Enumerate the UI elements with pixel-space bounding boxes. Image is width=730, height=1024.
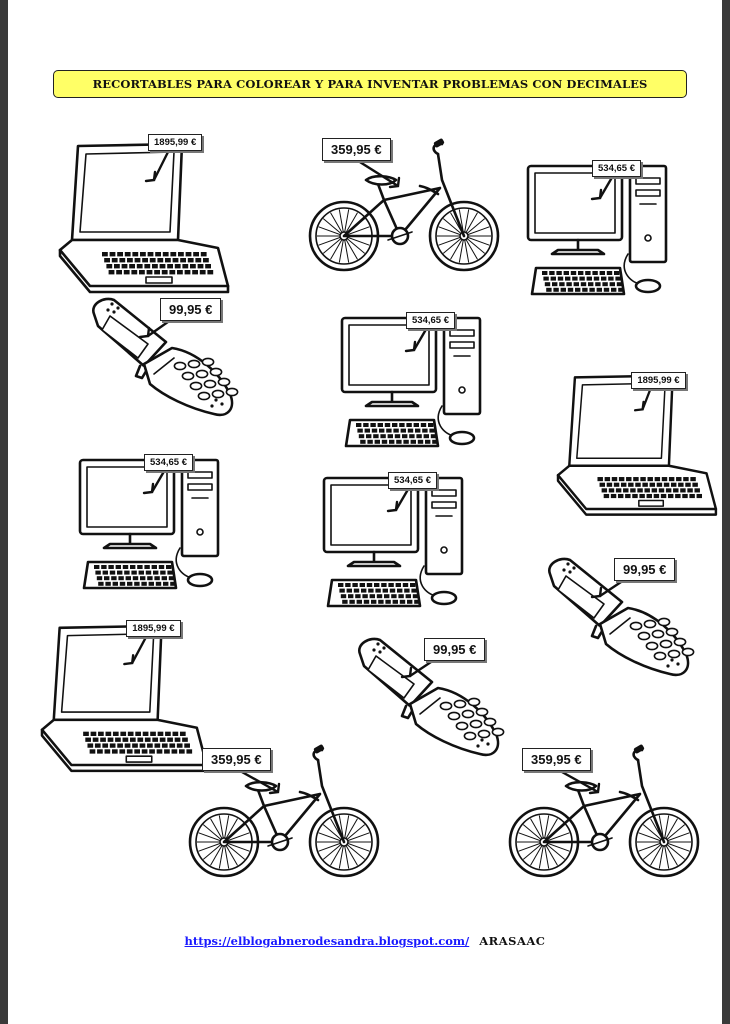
price-tag: 1895,99 € — [126, 619, 181, 637]
computer-cutout: 534,65 € — [70, 452, 222, 590]
computer-icon — [340, 316, 482, 448]
bike-cutout: 359,95 € — [308, 138, 500, 272]
bike-icon — [508, 744, 700, 878]
price-tag: 359,95 € — [202, 748, 271, 771]
price-tag: 359,95 € — [322, 138, 391, 161]
price-tag: 534,65 € — [388, 472, 437, 489]
laptop-cutout: 1895,99 € — [58, 134, 230, 294]
price-tag: 1895,99 € — [148, 134, 203, 151]
bike-cutout: 359,95 € — [508, 744, 700, 878]
computer-icon — [526, 164, 668, 296]
phone-icon — [92, 297, 239, 417]
title-banner: RECORTABLES PARA COLOREAR Y PARA INVENTA… — [53, 70, 687, 98]
laptop-cutout: 1895,99 € — [556, 368, 718, 517]
price-tag: 534,65 € — [144, 454, 193, 471]
laptop-icon — [556, 374, 718, 516]
price-tag: 359,95 € — [522, 748, 591, 771]
computer-icon — [78, 458, 220, 590]
bike-cutout: 359,95 € — [188, 744, 380, 878]
price-tag: 534,65 € — [406, 312, 455, 329]
price-tag: 1895,99 € — [631, 371, 686, 389]
computer-cutout: 534,65 € — [332, 310, 484, 448]
footer: https://elblogabnerodesandra.blogspot.co… — [8, 934, 722, 948]
laptop-icon — [58, 142, 230, 294]
computer-icon — [322, 476, 464, 608]
price-tag: 534,65 € — [592, 160, 641, 177]
computer-cutout: 534,65 € — [518, 158, 670, 296]
laptop-icon — [40, 624, 208, 773]
worksheet-page: RECORTABLES PARA COLOREAR Y PARA INVENTA… — [8, 0, 722, 1024]
laptop-cutout: 1895,99 € — [40, 618, 209, 773]
credit-text: ARASAAC — [479, 934, 546, 948]
bike-icon — [188, 744, 380, 878]
price-tag: 99,95 € — [160, 298, 222, 321]
computer-cutout: 534,65 € — [314, 470, 466, 608]
blog-link[interactable]: https://elblogabnerodesandra.blogspot.co… — [184, 934, 470, 948]
price-tag: 99,95 € — [424, 638, 486, 661]
phone-cutout: 99,95 € — [354, 636, 505, 760]
phone-icon — [358, 637, 505, 757]
phone-cutout: 99,95 € — [88, 296, 239, 420]
price-tag: 99,95 € — [614, 558, 676, 581]
phone-cutout: 99,95 € — [544, 556, 695, 680]
bike-icon — [308, 138, 500, 272]
